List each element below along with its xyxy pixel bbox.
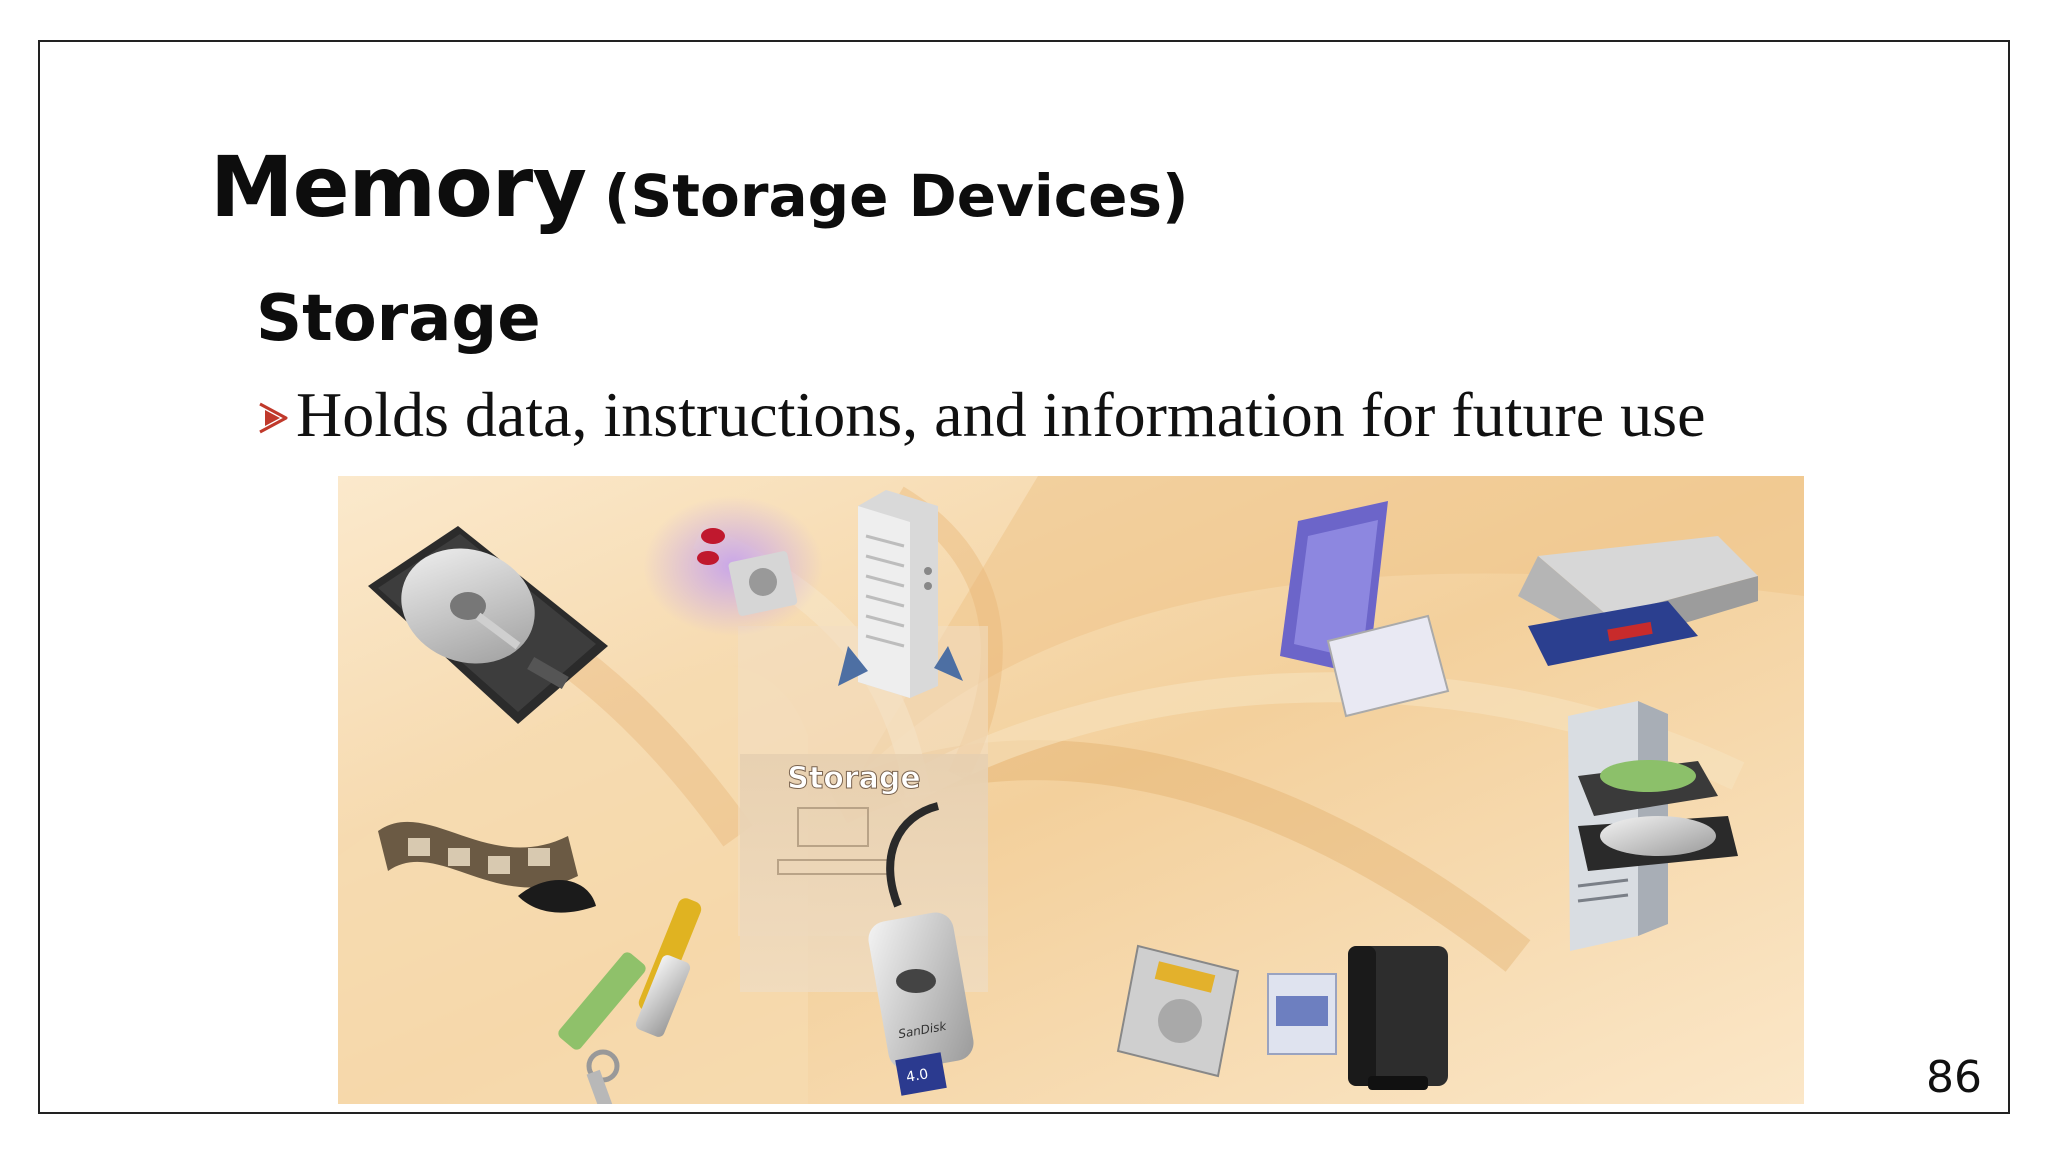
memory-card-label: 4.0 (905, 1066, 930, 1086)
storage-devices-illustration: Storage (338, 476, 1804, 1104)
arrow-bullet-icon (259, 402, 288, 434)
tape-cartridge-icon (1267, 973, 1337, 1055)
bullet-item: Holds data, instructions, and informatio… (256, 378, 1705, 452)
pc-card-drive-icon (1116, 944, 1240, 1078)
title-main: Memory (210, 138, 587, 236)
optical-disc-tower-icon (1568, 701, 1738, 951)
floppy-disk-icon (1280, 501, 1450, 718)
zip-drive-icon (1518, 536, 1758, 666)
usb-flash-drive-icon (558, 898, 702, 1104)
storage-label: Storage (787, 761, 920, 796)
card-reader-icon: SanDisk 4.0 (868, 802, 974, 1096)
film-strip-icon (378, 821, 596, 913)
slide-title: Memory(Storage Devices) (210, 138, 1189, 236)
microdrive-icon (643, 496, 823, 636)
page-number: 86 (1926, 1052, 1982, 1103)
hard-disk-icon (368, 526, 608, 724)
title-sub: (Storage Devices) (603, 162, 1189, 230)
subheading: Storage (256, 282, 541, 356)
bullet-text: Holds data, instructions, and informatio… (296, 379, 1706, 450)
external-drive-tower-icon (838, 490, 963, 698)
external-hard-drive-icon (1348, 946, 1448, 1090)
